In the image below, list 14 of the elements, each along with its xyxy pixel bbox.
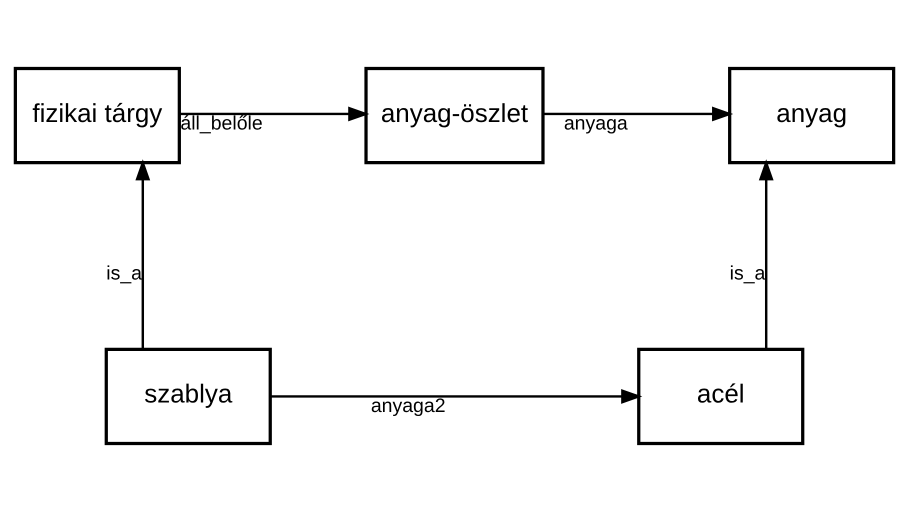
arrow	[135, 158, 150, 348]
edge-label: is_a	[730, 262, 766, 284]
edge-label: anyaga	[564, 112, 628, 134]
arrow	[758, 158, 774, 348]
node-box: szablya	[104, 347, 272, 445]
arrow	[270, 388, 642, 404]
edge-label: áll_belőle	[180, 112, 263, 134]
node-box: acél	[637, 347, 804, 445]
arrow	[180, 106, 370, 121]
node-box: anyag-öszlet	[364, 66, 545, 164]
node-box: fizikai tárgy	[14, 66, 181, 164]
edge-label: anyaga2	[370, 394, 446, 417]
node-box: anyag	[728, 66, 896, 164]
arrow	[543, 106, 734, 121]
